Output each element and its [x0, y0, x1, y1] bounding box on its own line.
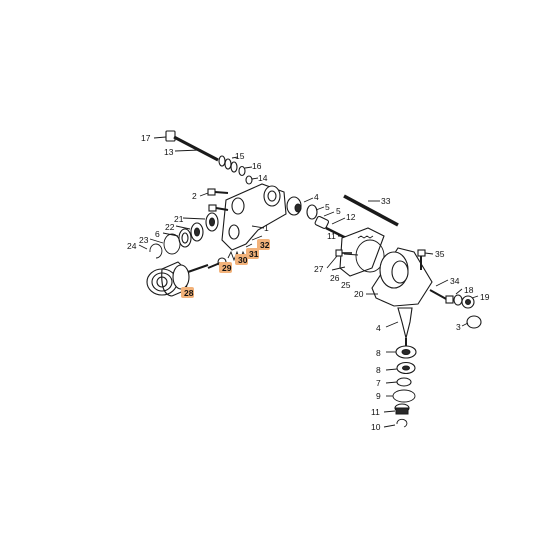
label-21: 21: [174, 214, 184, 224]
label-10: 10: [371, 422, 381, 432]
label-8-upper: 8: [376, 348, 381, 358]
label-35: 35: [435, 249, 445, 259]
label-27: 27: [314, 264, 324, 274]
label-20: 20: [354, 289, 364, 299]
part-30-spring: [227, 250, 247, 262]
label-4-lower: 4: [376, 323, 381, 333]
part-32-pin: [251, 235, 263, 241]
part-26-gasket: [343, 239, 385, 273]
label-4-upper: 4: [314, 192, 319, 202]
label-33: 33: [381, 196, 391, 206]
part-35-bolt: [417, 249, 434, 270]
label-32: 32: [260, 240, 270, 250]
label-23: 23: [139, 235, 149, 245]
part-13-rod: [173, 135, 219, 162]
part-14-clip: [245, 175, 259, 185]
part-4-gear: [286, 196, 314, 216]
part-19-plug: [461, 295, 479, 309]
label-13: 13: [164, 147, 174, 157]
label-5-lower: 5: [336, 206, 341, 216]
part-16-washer: [238, 165, 253, 177]
label-1: 1: [264, 223, 269, 233]
label-8-lower: 8: [376, 365, 381, 375]
label-26: 26: [330, 273, 340, 283]
highlight-29: [219, 262, 232, 273]
label-11-middle: 11: [327, 231, 336, 241]
highlight-28: [181, 287, 194, 298]
part-5-sleeve: [314, 211, 335, 229]
part-33-rod: [343, 194, 399, 227]
part-20-gearhead: [366, 247, 433, 307]
part-1-housing: [221, 183, 287, 251]
label-17: 17: [141, 133, 151, 143]
part-27-bolt: [326, 249, 352, 269]
shaft-assembly: [153, 130, 259, 185]
part-5-bearing: [306, 204, 325, 220]
part-2-bolts: [199, 188, 229, 212]
highlight-markers: [181, 239, 270, 298]
part-23-ring: [149, 233, 181, 255]
label-7: 7: [376, 378, 381, 388]
label-31: 31: [249, 249, 259, 259]
part-7-washer: [385, 377, 412, 387]
label-19: 19: [480, 292, 490, 302]
label-16: 16: [252, 161, 262, 171]
part-15-washers: [218, 155, 239, 173]
part-9-circlip: [386, 389, 416, 403]
part-22-bearing: [175, 222, 204, 242]
part-4-spindle: [385, 307, 413, 346]
label-34: 34: [450, 276, 460, 286]
part-28-grip: [146, 261, 209, 297]
part-18-washer: [453, 288, 463, 306]
label-18: 18: [464, 285, 474, 295]
part-3-cap: [461, 315, 482, 329]
label-15: 15: [235, 151, 245, 161]
label-9: 9: [376, 391, 381, 401]
label-11-lower: 11: [371, 407, 380, 417]
highlight-31: [246, 248, 259, 259]
part-17-bolt: [153, 130, 176, 142]
label-5-upper: 5: [325, 202, 330, 212]
part-8-bearing-lower: [385, 361, 416, 375]
part-31-pin: [245, 243, 253, 248]
part-11-collar: [383, 403, 410, 415]
label-3: 3: [456, 322, 461, 332]
part-34-bolt: [429, 279, 454, 304]
part-8-bearing-upper: [386, 345, 417, 359]
label-12: 12: [346, 212, 356, 222]
label-2: 2: [192, 191, 197, 201]
label-28: 28: [184, 288, 194, 298]
part-labels: 17 13 15 16 14 2 1 21 22 6 23 24 29 30 3…: [127, 133, 490, 432]
label-29: 29: [222, 263, 232, 273]
label-25: 25: [341, 280, 351, 290]
label-14: 14: [258, 173, 268, 183]
part-10-clip: [383, 418, 408, 428]
label-6: 6: [155, 229, 160, 239]
label-30: 30: [238, 255, 248, 265]
part-21-bearing: [182, 212, 219, 232]
part-24-clip: [138, 243, 163, 259]
highlight-32: [257, 239, 270, 250]
highlight-30: [235, 254, 248, 265]
label-24: 24: [127, 241, 137, 251]
label-22: 22: [165, 222, 175, 232]
